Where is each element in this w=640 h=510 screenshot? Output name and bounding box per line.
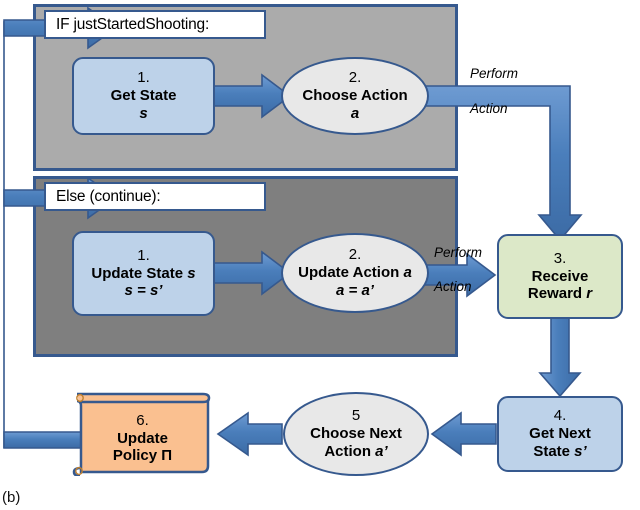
node-title-text: Action xyxy=(324,442,371,460)
node-title-text: Update Action xyxy=(298,264,400,282)
node-update-state[interactable]: 1. Update State s s = s’ xyxy=(72,231,215,316)
arrow-receive-reward-to-get-next-state xyxy=(538,317,582,398)
node-number: 2. xyxy=(348,246,362,264)
node-title: Receive xyxy=(531,267,589,285)
node-choose-action[interactable]: 2. Choose Action a xyxy=(281,57,429,135)
node-receive-reward[interactable]: 3. Receive Reward r xyxy=(497,234,623,319)
arrow-choose-action-to-receive-reward xyxy=(423,85,583,242)
node-get-next-state[interactable]: 4. Get Next State s’ xyxy=(497,396,623,472)
node-title: Choose Action xyxy=(302,87,408,105)
node-title-line2: Reward r xyxy=(528,285,592,303)
if-condition-label: IF justStartedShooting: xyxy=(44,10,266,39)
feedback-trunk-arrow xyxy=(3,21,39,448)
node-title: Get Next xyxy=(529,425,591,443)
node-number: 1. xyxy=(137,69,150,87)
node-title: Get State xyxy=(110,87,177,105)
edge-label-perform-top: Perform xyxy=(470,66,519,81)
node-title-symbol: a xyxy=(403,264,412,282)
node-title-text: Update State xyxy=(91,264,184,282)
node-title-symbol: a’ xyxy=(375,442,388,460)
edge-label-action-top: Action xyxy=(470,101,508,116)
node-update-action[interactable]: 2. Update Action a a = a’ xyxy=(281,233,429,313)
node-title-text: Reward xyxy=(527,285,583,303)
node-title-text: State xyxy=(533,442,570,460)
arrow-choose-next-action-to-update-policy xyxy=(216,411,283,457)
node-number: 4. xyxy=(553,407,567,425)
node-number: 5 xyxy=(351,407,361,425)
scroll-shape-icon xyxy=(72,392,211,476)
node-title-line2: State s’ xyxy=(533,443,586,461)
node-symbol: a = a’ xyxy=(336,281,374,299)
node-get-state[interactable]: 1. Get State s xyxy=(72,57,215,135)
arrow-update-action-to-receive-reward xyxy=(423,252,497,298)
node-number: 3. xyxy=(553,249,567,267)
node-title-line2: Policy Π xyxy=(112,447,173,465)
node-title: Choose Next xyxy=(310,425,402,443)
arrow-get-next-state-to-choose-next-action xyxy=(430,411,497,457)
node-title-symbol: s’ xyxy=(574,442,587,460)
node-title-line2: Action a’ xyxy=(324,443,387,461)
node-number: 6. xyxy=(136,411,149,429)
node-title: Update Action a xyxy=(298,264,412,282)
node-title: Update xyxy=(117,429,168,447)
arrow-get-state-to-choose-action xyxy=(213,73,292,119)
else-condition-label: Else (continue): xyxy=(44,182,266,211)
figure-caption: (b) xyxy=(2,489,21,506)
edge-label-perform-bottom: Perform xyxy=(434,245,483,260)
node-title-symbol: r xyxy=(586,285,593,303)
edge-label-action-bottom: Action xyxy=(434,279,472,294)
node-choose-next-action[interactable]: 5 Choose Next Action a’ xyxy=(283,392,429,476)
node-update-policy[interactable]: 6. Update Policy Π xyxy=(71,392,214,476)
arrow-update-state-to-update-action xyxy=(213,250,292,296)
node-symbol: a xyxy=(350,104,360,122)
node-title: Update State s xyxy=(91,265,195,283)
node-number: 2. xyxy=(348,69,362,87)
node-number: 1. xyxy=(137,246,150,264)
node-symbol: s = s’ xyxy=(124,282,163,300)
node-symbol: s xyxy=(139,104,148,122)
node-title-symbol: s xyxy=(187,264,196,282)
